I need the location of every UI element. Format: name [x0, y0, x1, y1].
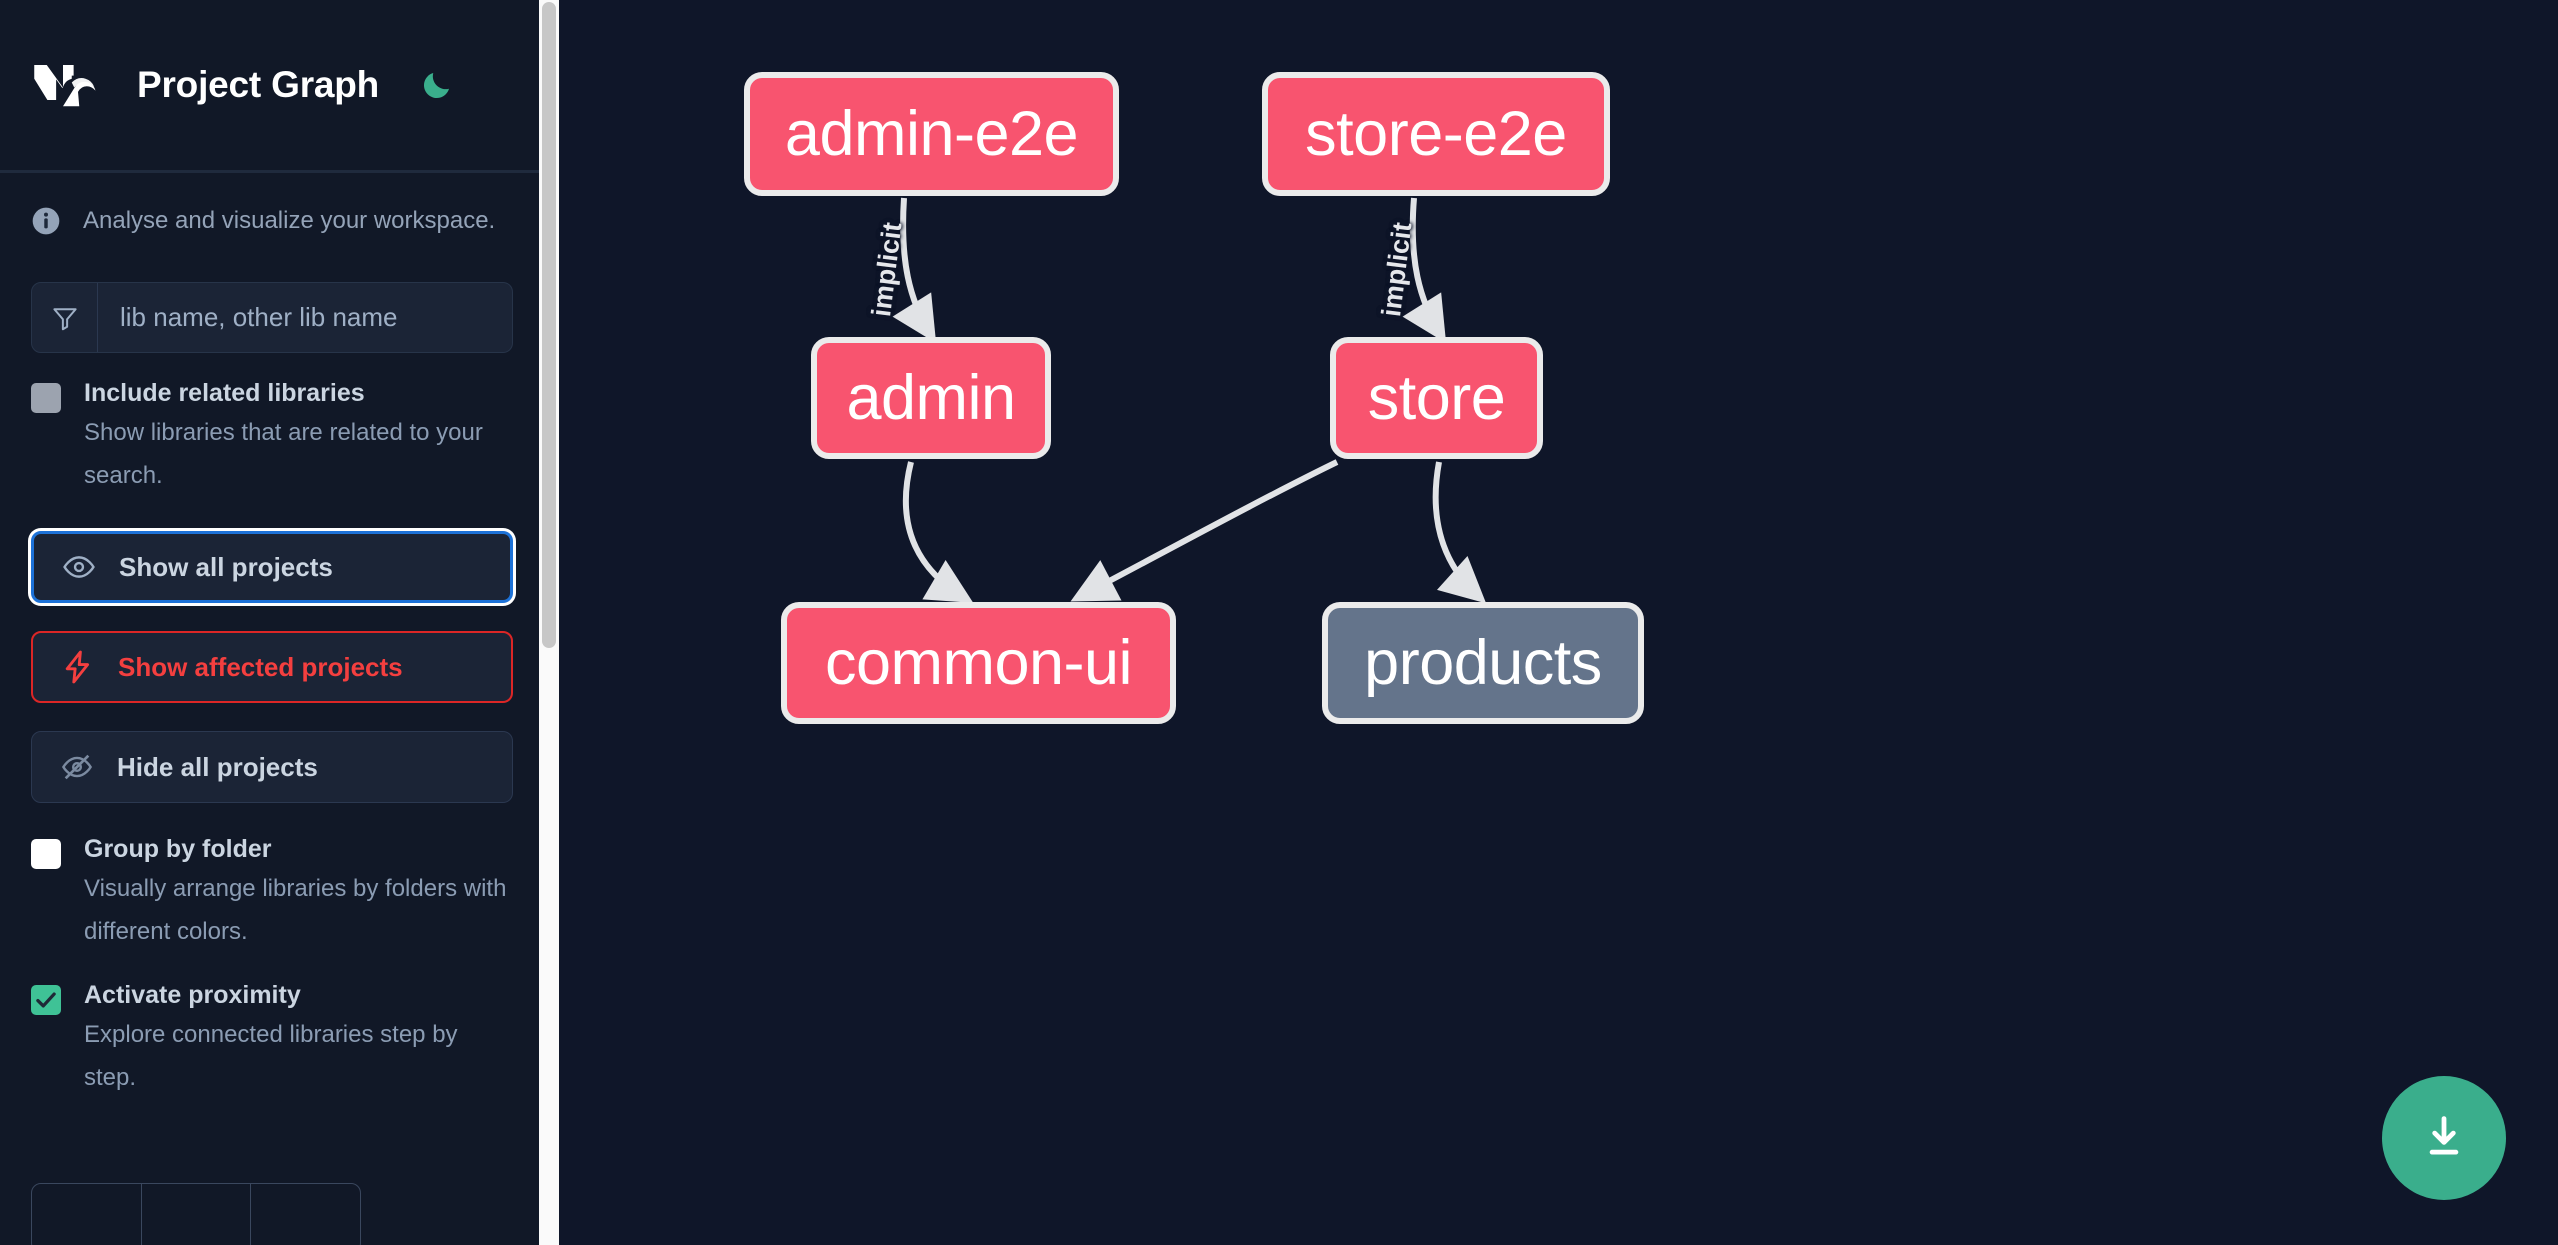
download-icon [2418, 1111, 2470, 1166]
visibility-button-group: Show all projects Show affected projects [0, 531, 545, 803]
eye-off-icon [58, 748, 96, 786]
button-label: Show all projects [119, 551, 333, 582]
workspace-info-text: Analyse and visualize your workspace. [83, 206, 496, 234]
node-label: common-ui [824, 628, 1133, 698]
graph-node-admin[interactable]: admin [811, 337, 1051, 459]
sidebar-scrollbar[interactable] [539, 0, 559, 1245]
node-label: store [1367, 363, 1506, 433]
node-label: products [1364, 628, 1602, 698]
node-label: admin-e2e [784, 99, 1079, 169]
graph-edges [892, 197, 1487, 604]
option-label: Group by folder [84, 835, 272, 863]
edge-store-products [1432, 461, 1487, 604]
node-label: admin [846, 363, 1016, 433]
download-button[interactable] [2382, 1076, 2506, 1200]
activate-proximity-checkbox[interactable] [31, 985, 61, 1015]
funnel-icon [32, 283, 98, 352]
edge-store-common-ui [1070, 459, 1339, 602]
nx-logo-icon [30, 60, 106, 110]
workspace-info: Analyse and visualize your workspace. [0, 173, 545, 268]
option-label: Include related libraries [84, 379, 365, 407]
filter-section [0, 268, 545, 353]
segmented-control[interactable] [31, 1183, 361, 1245]
graph-node-common-ui[interactable]: common-ui [781, 602, 1176, 724]
bolt-icon [59, 648, 97, 686]
moon-icon[interactable] [417, 65, 457, 105]
page-title: Project Graph [137, 64, 380, 105]
option-include-related-libraries[interactable]: Include related libraries Show libraries… [0, 377, 545, 497]
search-input[interactable] [98, 283, 512, 352]
graph-node-products[interactable]: products [1322, 602, 1644, 724]
sidebar-scrollbar-thumb[interactable] [542, 2, 556, 648]
include-related-libraries-checkbox[interactable] [31, 383, 61, 413]
button-label: Hide all projects [117, 751, 318, 782]
graph-node-admin-e2e[interactable]: admin-e2e [744, 72, 1119, 196]
graph-node-store-e2e[interactable]: store-e2e [1262, 72, 1610, 196]
edge-store-e2e-store [1402, 197, 1447, 344]
segment-3[interactable] [251, 1184, 360, 1245]
segment-2[interactable] [142, 1184, 252, 1245]
option-description: Show libraries that are related to your … [84, 419, 483, 489]
info-circle-icon [30, 205, 62, 237]
sidebar: Project Graph Analyse and visualize your… [0, 0, 559, 1245]
show-affected-projects-button[interactable]: Show affected projects [31, 631, 513, 703]
option-description: Visually arrange libraries by folders wi… [84, 875, 507, 945]
button-label: Show affected projects [118, 651, 403, 682]
edge-admin-common-ui [902, 461, 974, 603]
option-description: Explore connected libraries step by step… [84, 1021, 458, 1091]
eye-icon [60, 548, 98, 586]
option-activate-proximity[interactable]: Activate proximity Explore connected lib… [0, 979, 545, 1099]
graph-canvas[interactable]: admin-e2e store-e2e admin store common-u… [559, 0, 2558, 1245]
option-group-by-folder[interactable]: Group by folder Visually arrange librari… [0, 833, 545, 953]
hide-all-projects-button[interactable]: Hide all projects [31, 731, 513, 803]
search-box[interactable] [31, 282, 513, 353]
edge-admin-e2e-admin [892, 197, 937, 344]
segment-1[interactable] [32, 1184, 142, 1245]
group-by-folder-checkbox[interactable] [31, 839, 61, 869]
option-label: Activate proximity [84, 981, 301, 1009]
graph-node-store[interactable]: store [1330, 337, 1543, 459]
show-all-projects-button[interactable]: Show all projects [31, 531, 513, 603]
node-label: store-e2e [1305, 99, 1567, 169]
sidebar-header: Project Graph [0, 0, 545, 173]
